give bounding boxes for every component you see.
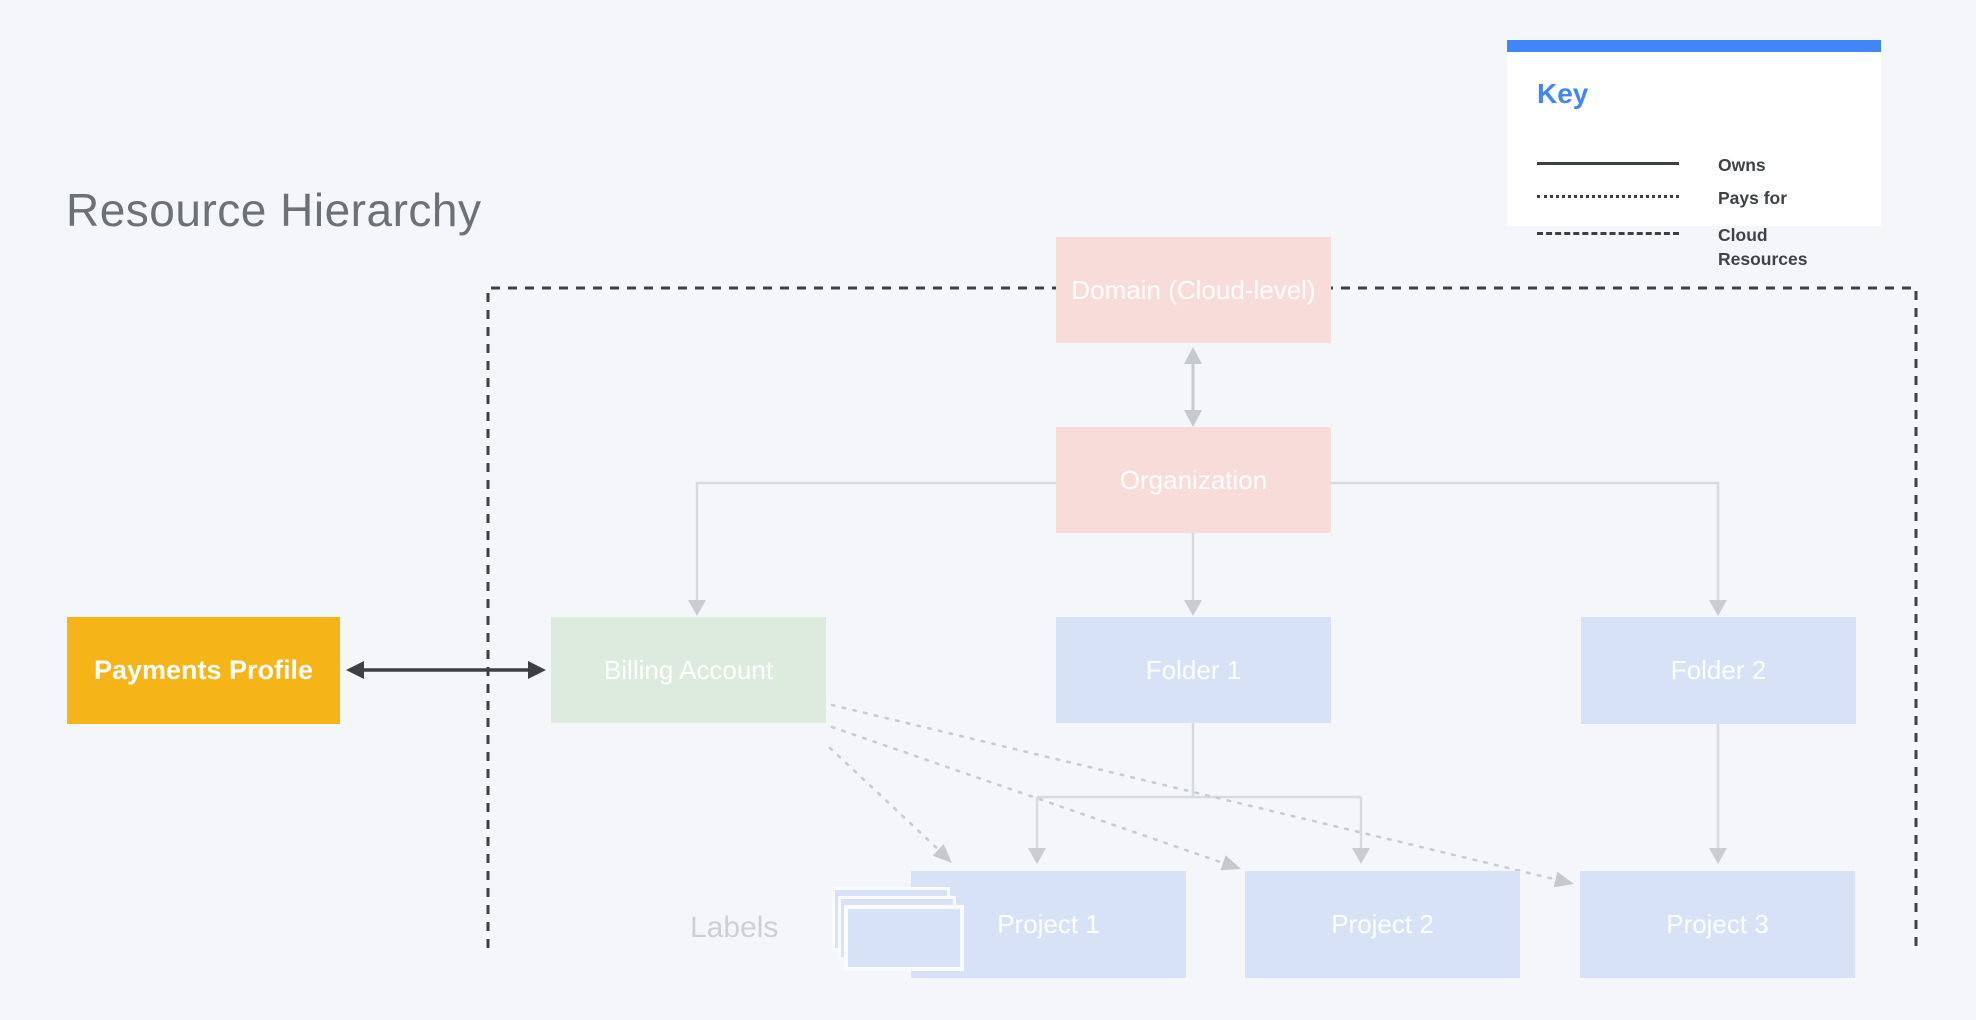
folder2-to-project3-arrowhead <box>1709 848 1727 864</box>
node-domain: Domain (Cloud-level) <box>1056 237 1331 343</box>
org-to-folder2-arrowhead <box>1709 600 1727 616</box>
dotted-line-sample <box>1537 195 1679 198</box>
node-folder-2-label: Folder 2 <box>1670 655 1767 685</box>
billing-pays-for-lines <box>828 703 1560 882</box>
folder1-to-project2-arrowhead <box>1352 848 1370 864</box>
labels-caption: Labels <box>690 911 779 944</box>
pays-for-project2-arrowhead <box>1220 855 1241 871</box>
org-to-folder1-arrowhead <box>1184 600 1202 616</box>
legend-label-pays-for: Pays for <box>1718 188 1788 208</box>
page-title: Resource Hierarchy <box>66 184 482 236</box>
payments-billing-arrowhead-left <box>346 661 364 679</box>
folder1-to-projects-connector <box>1035 723 1363 849</box>
labels-stack-icon <box>832 887 964 971</box>
org-to-billing-connector <box>695 481 1056 601</box>
folder1-to-project1-arrowhead <box>1028 848 1046 864</box>
legend-title: Key <box>1537 78 1589 109</box>
solid-line-sample <box>1537 162 1679 165</box>
node-folder-2: Folder 2 <box>1581 617 1856 724</box>
pays-for-project3-arrowhead <box>1553 871 1574 888</box>
node-folder-1: Folder 1 <box>1056 617 1331 723</box>
payments-billing-arrowhead-right <box>528 661 546 679</box>
domain-org-arrowhead-down <box>1184 410 1202 427</box>
legend-label-cloud-resources: Cloud Resources <box>1718 225 1808 269</box>
node-project-3: Project 3 <box>1580 871 1855 978</box>
org-to-billing-arrowhead <box>688 600 706 616</box>
node-project-1-label: Project 1 <box>997 909 1100 939</box>
legend-key-box: Key Owns Pays for Cloud Resources <box>1507 40 1881 269</box>
node-project-2-label: Project 2 <box>1331 909 1434 939</box>
node-payments-profile: Payments Profile <box>67 617 340 724</box>
node-billing-account-label: Billing Account <box>603 654 774 685</box>
node-domain-label: Domain (Cloud-level) <box>1071 274 1316 305</box>
node-organization-label: Organization <box>1119 464 1268 495</box>
node-payments-profile-label: Payments Profile <box>93 655 314 685</box>
label-card-icon <box>844 905 964 971</box>
node-project-2: Project 2 <box>1245 871 1520 978</box>
node-project-3-label: Project 3 <box>1666 909 1769 939</box>
legend-accent-bar <box>1507 40 1881 52</box>
domain-org-arrowhead-up <box>1184 347 1202 364</box>
dashed-line-sample <box>1537 232 1679 235</box>
node-billing-account: Billing Account <box>551 617 826 723</box>
node-organization: Organization <box>1056 427 1331 533</box>
legend-label-owns: Owns <box>1718 155 1766 175</box>
node-folder-1-label: Folder 1 <box>1145 654 1242 685</box>
pays-for-project1-arrowhead <box>932 844 952 863</box>
org-to-folder2-connector <box>1331 481 1720 601</box>
cloud-resources-dashed-border <box>486 286 1918 954</box>
